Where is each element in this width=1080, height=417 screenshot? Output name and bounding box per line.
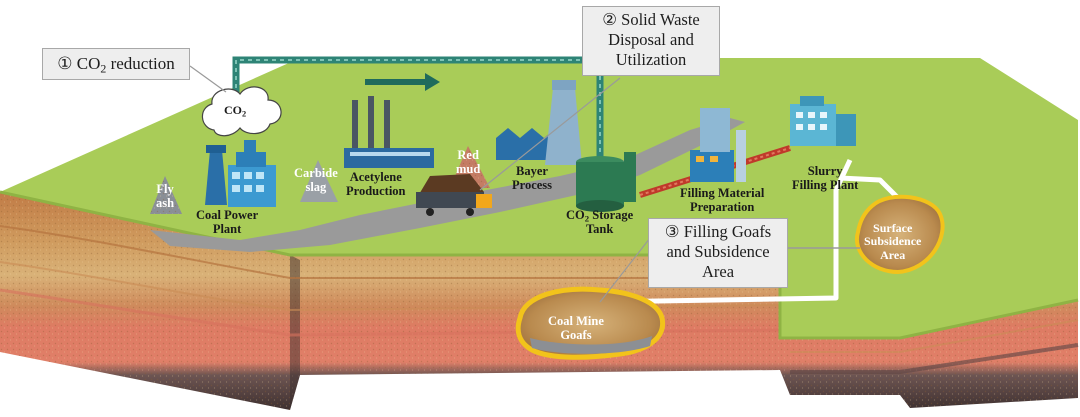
label-line: Slurry — [807, 164, 843, 178]
label-line: Filling Material — [680, 186, 765, 200]
label-filling-material-preparation: Filling Material Preparation — [680, 186, 764, 214]
callout-number: ① — [57, 54, 73, 73]
label-line: Acetylene — [349, 170, 402, 184]
label-line: Plant — [212, 222, 242, 236]
label-line: Carbide — [294, 166, 338, 180]
label-line: Coal Mine — [548, 314, 604, 328]
flow-arrow-icon — [365, 73, 440, 91]
label-line: Coal Power — [196, 208, 259, 222]
label-surface-subsidence-area: Surface Subsidence Area — [864, 221, 922, 262]
label-line: Red — [457, 148, 479, 162]
label-red-mud: Red mud — [456, 148, 480, 176]
cloud-co2-label: CO2 — [224, 103, 247, 119]
label-line: Preparation — [690, 200, 755, 214]
carbide-slag-pile — [300, 160, 338, 202]
label-text: CO — [566, 208, 585, 222]
callout-line: Solid Waste — [621, 10, 700, 29]
dump-truck-icon — [416, 174, 492, 216]
callout-line: Disposal and — [608, 29, 694, 49]
callout-co2-reduction: ① CO2 reduction — [42, 48, 190, 80]
label-line: Production — [346, 184, 406, 198]
label-line: ash — [156, 196, 175, 210]
callout-connectors — [189, 65, 651, 303]
label-line: Bayer — [516, 164, 548, 178]
callout-line: Filling Goafs — [683, 222, 772, 241]
soil-side-face — [290, 255, 300, 410]
label-coal-power-plant: Coal Power Plant — [196, 208, 258, 236]
coal-power-plant-icon — [205, 140, 276, 207]
label-coal-mine-goafs: Coal Mine Goafs — [548, 314, 604, 342]
label-line: Filling Plant — [792, 178, 859, 192]
label-line: mud — [456, 162, 481, 176]
callout-line: and Subsidence — [666, 241, 770, 261]
bayer-process-icon — [496, 80, 582, 165]
label-text: Storage — [589, 208, 634, 222]
label-fly-ash: Fly ash — [156, 182, 174, 210]
label-line: Area — [880, 247, 906, 262]
callout-filling-goafs: ③ Filling Goafs and Subsidence Area — [648, 218, 788, 288]
co2-storage-tank-icon — [576, 152, 636, 212]
label-subscript: 2 — [584, 213, 590, 224]
callout-solid-waste: ② Solid Waste Disposal and Utilization — [582, 6, 720, 76]
coal-mine-goafs-icon — [515, 286, 666, 360]
surface-subsidence-area-icon — [854, 194, 945, 275]
callout-number: ② — [602, 10, 618, 29]
callout-text: CO — [76, 54, 101, 73]
callout-subscript: 2 — [100, 61, 107, 76]
co2-cloud-icon — [201, 86, 282, 137]
acetylene-plant-icon — [344, 96, 434, 168]
callout-line: Utilization — [615, 49, 687, 69]
cloud-subscript: 2 — [242, 109, 247, 119]
label-bayer-process: Bayer Process — [512, 164, 552, 192]
filling-material-preparation-icon — [690, 108, 746, 182]
label-line: Subsidence — [864, 234, 922, 249]
label-line: Surface — [873, 221, 913, 235]
label-line: Tank — [585, 222, 614, 236]
label-line: Process — [512, 178, 553, 192]
label-carbide-slag: Carbide slag — [294, 166, 338, 194]
label-line: slag — [305, 180, 327, 194]
callout-tail: reduction — [106, 54, 175, 73]
label-slurry-filling-plant: Slurry Filling Plant — [792, 164, 858, 192]
label-acetylene-production: Acetylene Production — [346, 170, 406, 198]
label-co2-storage-tank: CO2 Storage Tank — [566, 208, 633, 236]
cloud-text: CO — [224, 103, 242, 117]
callout-number: ③ — [664, 222, 680, 241]
slurry-filling-plant-icon — [790, 96, 856, 146]
callout-line: Area — [701, 261, 735, 281]
road — [150, 118, 745, 252]
label-line: Fly — [156, 182, 174, 196]
label-line: Goafs — [560, 328, 592, 342]
